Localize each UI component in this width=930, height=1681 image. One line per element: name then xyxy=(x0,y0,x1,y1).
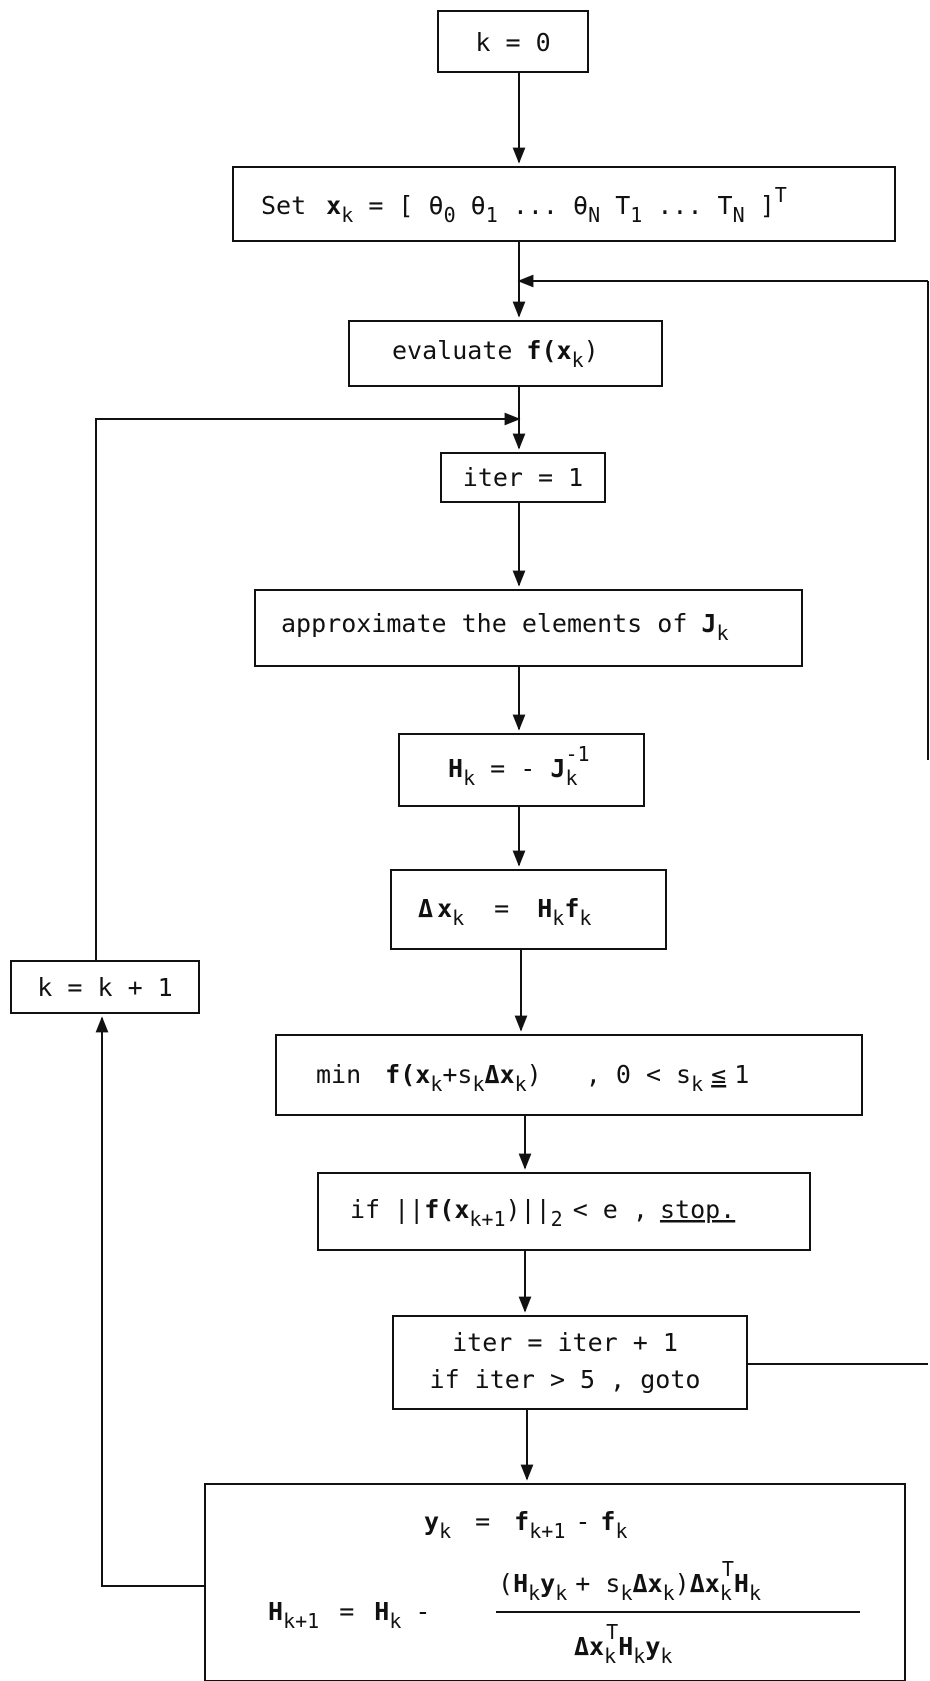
goto-loop-arrow xyxy=(517,274,929,1365)
k-loop-arrow xyxy=(95,412,521,1587)
iter-inc-line2: if iter > 5 , goto xyxy=(430,1365,701,1394)
k-inc-box: k = k + 1 xyxy=(10,960,200,1014)
iter-init-text: iter = 1 xyxy=(463,463,583,492)
update-box: yk=fk+1-fk Hk+1=Hk- (Hkyk+ skΔxk)ΔxkTHk … xyxy=(204,1483,906,1681)
check-box: if||f(xk+1)||2< e ,stop. xyxy=(317,1172,811,1251)
hk-box: Hk = - Jk-1 xyxy=(398,733,645,807)
iter-inc-line1: iter = iter + 1 xyxy=(452,1328,678,1357)
init-box: k = 0 xyxy=(437,10,589,73)
update-numerator: (Hkyk+ skΔxk)ΔxkTHk xyxy=(498,1557,761,1605)
update-y-eq: yk=fk+1-fk xyxy=(424,1507,628,1543)
check-text: if||f(xk+1)||2< e ,stop. xyxy=(350,1195,735,1231)
flow-arrows xyxy=(512,72,534,1481)
update-h-eq: Hk+1=Hk- xyxy=(268,1597,430,1633)
update-denominator: ΔxkTHkyk xyxy=(574,1620,672,1668)
iter-inc-box: iter = iter + 1 if iter > 5 , goto xyxy=(392,1315,748,1410)
iter-init-box: iter = 1 xyxy=(440,452,606,503)
k-inc-text: k = k + 1 xyxy=(37,973,172,1002)
hk-text: Hk = - Jk-1 xyxy=(448,742,590,790)
init-text: k = 0 xyxy=(475,28,550,57)
